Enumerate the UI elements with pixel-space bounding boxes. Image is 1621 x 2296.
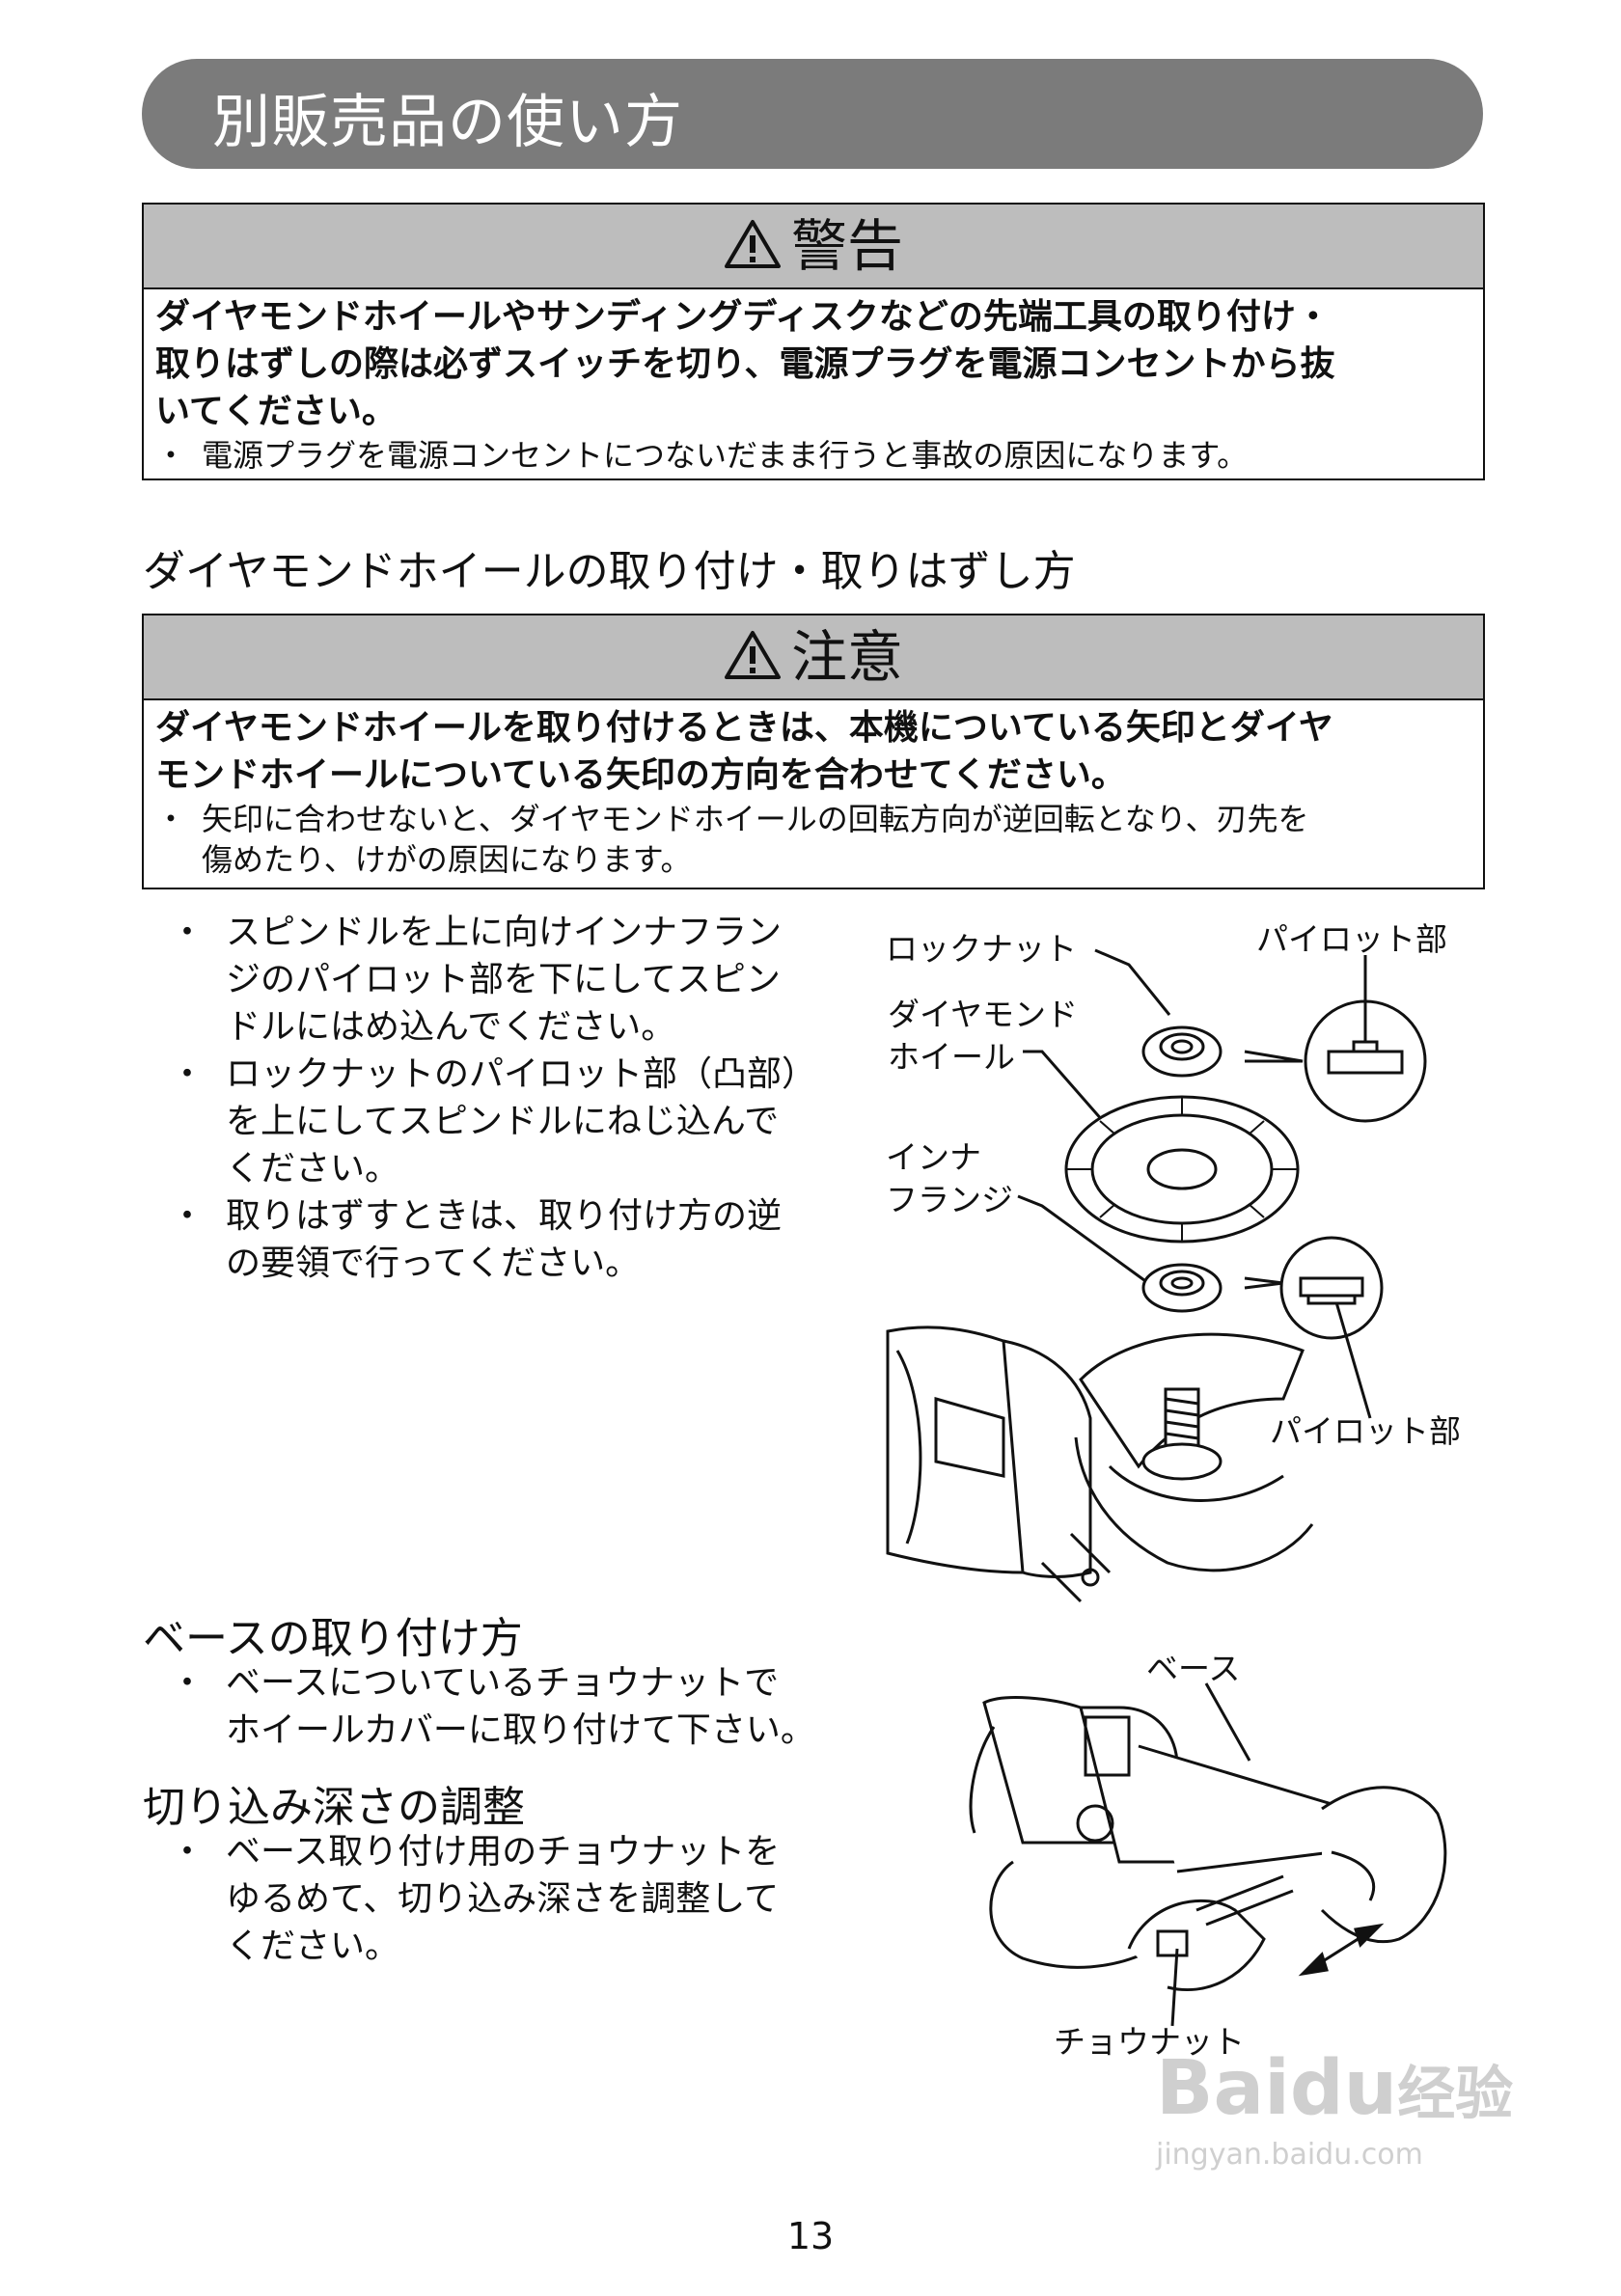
caution-box: 注意 ダイヤモンドホイールを取り付けるときは、本機についている矢印とダイヤ モン… xyxy=(142,614,1485,889)
bullet-mark: ・ xyxy=(170,1663,206,1703)
lock-nut-leader xyxy=(1094,948,1171,1016)
bullet-mark: ・ xyxy=(170,1832,206,1872)
text-line: ゆるめて、切り込み深さを調整して xyxy=(226,1879,780,1919)
diamond-wheel xyxy=(1064,1095,1300,1244)
list-item: ・ ベース取り付け用のチョウナットをゆるめて、切り込み深さを調整してください。 xyxy=(166,1828,780,1970)
section-heading-base: ベースの取り付け方 xyxy=(143,1614,523,1663)
list-item: ・ 取りはずすときは、取り付け方の逆の要領で行ってください。 xyxy=(166,1192,861,1287)
text-line: ホイールカバーに取り付けて下さい。 xyxy=(226,1710,815,1750)
warning-text-line: ダイヤモンドホイールやサンディングディスクなどの先端工具の取り付け・ xyxy=(155,297,1331,337)
caution-title: 注意 xyxy=(790,624,903,690)
bullet-mark: ・ xyxy=(170,1196,206,1236)
watermark-brand: Baidu xyxy=(1156,2045,1398,2132)
pilot-part-label-top: パイロット部 xyxy=(1256,920,1447,958)
pilot-detail-bottom xyxy=(1279,1236,1384,1340)
caution-box-header: 注意 xyxy=(144,615,1483,700)
warning-text-line: 取りはずしの際は必ずスイッチを切り、電源プラグを電源コンセントから抜 xyxy=(155,344,1335,384)
caution-text-line: モンドホイールについている矢印の方向を合わせてください。 xyxy=(155,755,1126,795)
warning-note-text: 電源プラグを電源コンセントにつないだまま行うと事故の原因になります。 xyxy=(202,437,1249,474)
caution-note-line: 矢印に合わせないと、ダイヤモンドホイールの回転方向が逆回転となり、刃先を xyxy=(202,801,1309,837)
warning-box: 警告 ダイヤモンドホイールやサンディングディスクなどの先端工具の取り付け・ 取り… xyxy=(142,203,1485,480)
wheel-leader xyxy=(1023,1050,1112,1130)
hand-right xyxy=(1320,1786,1447,1944)
step-line: ください。 xyxy=(226,1149,400,1189)
step-line: ロックナットのパイロット部（凸部） xyxy=(226,1054,817,1094)
watermark: Baidu经验 jingyan.baidu.com xyxy=(1156,2045,1542,2190)
warning-triangle-icon xyxy=(724,629,782,685)
hand-left xyxy=(1127,1899,1266,1992)
bullet-mark: ・ xyxy=(170,913,206,952)
watermark-brand-cn: 经验 xyxy=(1397,2061,1514,2128)
list-item: ・ ベースについているチョウナットでホイールカバーに取り付けて下さい。 xyxy=(166,1659,815,1754)
caution-note: ・ 矢印に合わせないと、ダイヤモンドホイールの回転方向が逆回転となり、刃先を 傷… xyxy=(155,799,1473,880)
text-line: ベースについているチョウナットで xyxy=(226,1663,780,1703)
diamond-wheel-assembly-figure xyxy=(886,948,1427,1603)
base-label: ベース xyxy=(1146,1650,1241,1687)
warning-text-line: いてください。 xyxy=(155,392,397,431)
bullet-mark: ・ xyxy=(170,1054,206,1094)
inner-flange-label: インナ フランジ xyxy=(886,1136,1013,1221)
label-line: ホイール xyxy=(888,1038,1015,1076)
page-title: 別販売品の使い方 xyxy=(212,89,683,156)
step-line: の要領で行ってください。 xyxy=(226,1244,641,1283)
warning-note: ・ 電源プラグを電源コンセントにつないだまま行うと事故の原因になります。 xyxy=(155,435,1473,476)
label-line: ダイヤモンド xyxy=(888,996,1079,1033)
mounting-steps: ・ スピンドルを上に向けインナフランジのパイロット部を下にしてスピンドルにはめ込… xyxy=(166,909,861,1287)
watermark-logo: Baidu经验 xyxy=(1156,2045,1542,2138)
caution-text-line: ダイヤモンドホイールを取り付けるときは、本機についている矢印とダイヤ xyxy=(155,708,1333,748)
flange-leader xyxy=(1017,1194,1149,1285)
page-number: 13 xyxy=(786,2215,835,2257)
pilot-part-label-bottom: パイロット部 xyxy=(1270,1412,1461,1450)
caution-note-line: 傷めたり、けがの原因になります。 xyxy=(202,841,692,878)
step-line: ドルにはめ込んでください。 xyxy=(226,1007,676,1047)
list-item: ・ ロックナットのパイロット部（凸部） を上にしてスピンドルにねじ込んでください。 xyxy=(166,1051,861,1192)
wing-nut-label: チョウナット xyxy=(1054,2023,1245,2061)
diamond-wheel-label: ダイヤモンド ホイール xyxy=(888,994,1078,1079)
watermark-url: jingyan.baidu.com xyxy=(1156,2138,1423,2172)
label-line: フランジ xyxy=(886,1181,1013,1218)
lock-nut-label: ロックナット xyxy=(886,930,1077,968)
section-heading-diamond-wheel: ダイヤモンドホイールの取り付け・取りはずし方 xyxy=(143,547,1076,596)
warning-body: ダイヤモンドホイールやサンディングディスクなどの先端工具の取り付け・ 取りはずし… xyxy=(144,289,1483,481)
caution-body: ダイヤモンドホイールを取り付けるときは、本機についている矢印とダイヤ モンドホイ… xyxy=(144,700,1483,886)
step-line: 取りはずすときは、取り付け方の逆 xyxy=(226,1196,783,1236)
header-bar xyxy=(142,59,1483,169)
list-item: ・ スピンドルを上に向けインナフランジのパイロット部を下にしてスピンドルにはめ込… xyxy=(166,909,861,1051)
step-line: を上にしてスピンドルにねじ込んで xyxy=(226,1102,780,1141)
text-line: ベース取り付け用のチョウナットを xyxy=(226,1832,781,1872)
section-heading-depth: 切り込み深さの調整 xyxy=(143,1783,525,1832)
base-adjustment-figure xyxy=(969,1682,1447,2027)
step-line: ジのパイロット部を下にしてスピン xyxy=(226,960,781,999)
label-line: インナ xyxy=(886,1138,981,1176)
text-line: ください。 xyxy=(226,1927,400,1966)
warning-box-header: 警告 xyxy=(144,205,1483,289)
wheel-guard xyxy=(989,1860,1168,1969)
warning-title: 警告 xyxy=(790,213,903,279)
bullet-mark: ・ xyxy=(155,801,187,837)
bullet-mark: ・ xyxy=(155,437,187,474)
step-line: スピンドルを上に向けインナフラン xyxy=(226,913,783,952)
warning-triangle-icon xyxy=(724,218,782,274)
